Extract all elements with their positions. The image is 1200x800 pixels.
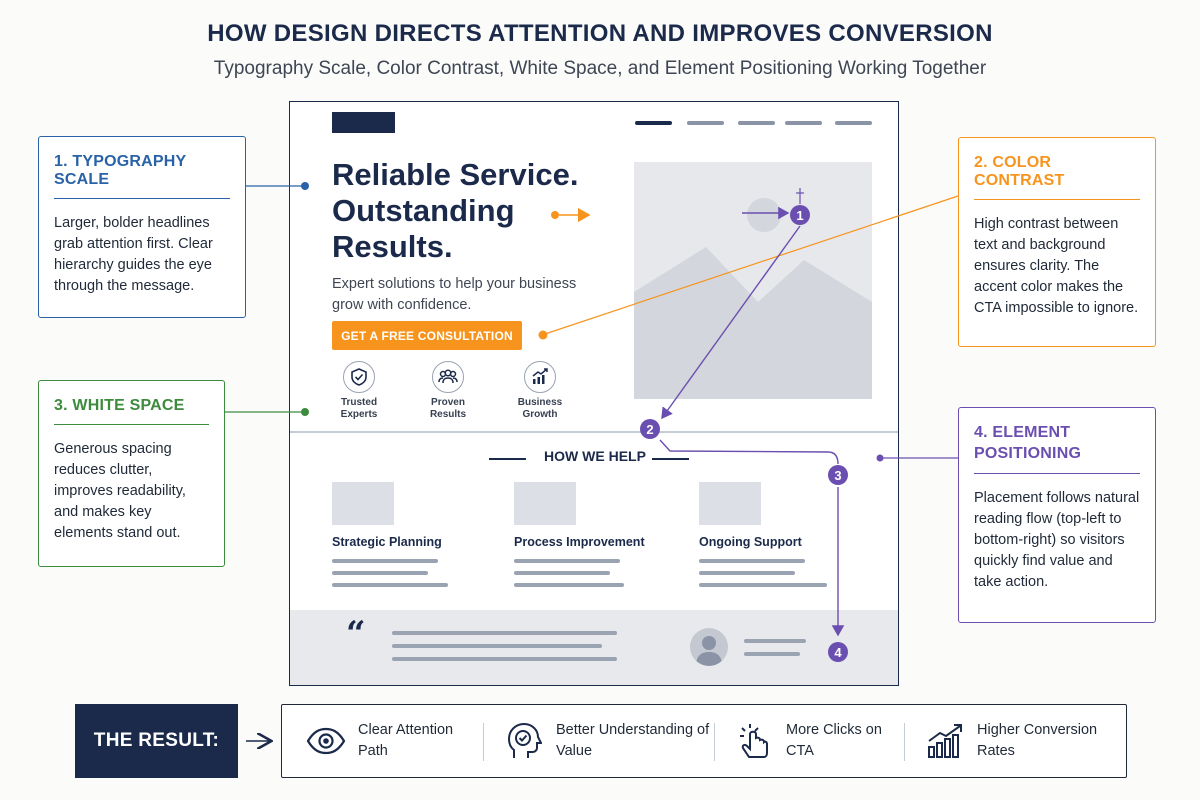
result-separator bbox=[714, 723, 715, 761]
badge-label: Trusted Experts bbox=[340, 397, 378, 420]
testimonial-section bbox=[290, 610, 898, 685]
text-line bbox=[332, 583, 448, 587]
callout-element-positioning: 4. ELEMENT POSITIONING Placement follows… bbox=[958, 407, 1156, 623]
result-item-text: More Clicks on CTA bbox=[786, 722, 882, 759]
text-line bbox=[392, 644, 602, 648]
head-check-icon bbox=[504, 721, 544, 761]
section-title: HOW WE HELP bbox=[544, 448, 646, 464]
text-line bbox=[392, 657, 617, 661]
hero-subheadline: Expert solutions to help your business g… bbox=[332, 276, 577, 313]
cta-button[interactable]: GET A FREE CONSULTATION bbox=[332, 321, 522, 350]
result-item-clicks: More Clicks on CTA bbox=[734, 705, 904, 777]
nav-item bbox=[835, 121, 872, 125]
badge-label: Proven Results bbox=[429, 397, 467, 420]
callout-color-contrast: 2. COLOR CONTRAST High contrast between … bbox=[958, 137, 1156, 347]
nav-item bbox=[738, 121, 775, 125]
result-item-text: Higher Conversion Rates bbox=[977, 722, 1098, 759]
text-line bbox=[744, 639, 806, 643]
section-title-rule bbox=[489, 458, 526, 460]
nav-item-active bbox=[635, 121, 672, 125]
result-list: Clear Attention Path Better Understandin… bbox=[281, 704, 1127, 778]
result-item-text: Better Understanding of Value bbox=[556, 722, 710, 759]
text-line bbox=[392, 631, 617, 635]
quote-mark: “ bbox=[346, 614, 366, 654]
text-line bbox=[699, 559, 805, 563]
people-icon bbox=[432, 361, 464, 393]
eye-icon bbox=[306, 721, 346, 761]
section-divider bbox=[290, 431, 898, 433]
bar-growth-icon bbox=[925, 721, 965, 761]
growth-chart-icon bbox=[524, 361, 556, 393]
result-separator bbox=[483, 723, 484, 761]
service-image-placeholder bbox=[514, 482, 576, 525]
shield-check-icon bbox=[343, 361, 375, 393]
callout-positioning-body: Placement follows natural reading flow (… bbox=[974, 490, 1140, 590]
callout-contrast-body: High contrast between text and backgroun… bbox=[974, 216, 1139, 316]
text-line bbox=[699, 583, 827, 587]
callout-contrast-title: 2. COLOR CONTRAST bbox=[974, 154, 1140, 200]
service-image-placeholder bbox=[332, 482, 394, 525]
badge-business-growth: Business Growth bbox=[505, 361, 575, 421]
nav-item bbox=[785, 121, 822, 125]
page-title: HOW DESIGN DIRECTS ATTENTION AND IMPROVE… bbox=[207, 20, 993, 47]
callout-typography-body: Larger, bolder headlines grab attention … bbox=[54, 215, 213, 294]
text-line bbox=[744, 652, 800, 656]
callout-white-space: 3. WHITE SPACE Generous spacing reduces … bbox=[38, 380, 225, 567]
page-subtitle: Typography Scale, Color Contrast, White … bbox=[213, 58, 987, 79]
website-mockup: Reliable Service. Outstanding Results. E… bbox=[289, 101, 899, 686]
callout-typography: 1. TYPOGRAPHY SCALE Larger, bolder headl… bbox=[38, 136, 246, 318]
result-separator bbox=[904, 723, 905, 761]
result-item-understanding: Better Understanding of Value bbox=[504, 705, 714, 777]
hero-image-placeholder bbox=[634, 162, 872, 399]
text-line bbox=[332, 571, 428, 575]
text-line bbox=[332, 559, 438, 563]
nav-item bbox=[687, 121, 724, 125]
text-line bbox=[514, 583, 624, 587]
badge-label: Business Growth bbox=[517, 397, 563, 420]
callout-positioning-title: 4. ELEMENT POSITIONING bbox=[974, 422, 1140, 474]
click-icon bbox=[734, 721, 774, 761]
hero-headline: Reliable Service. Outstanding Results. bbox=[332, 157, 579, 264]
text-line bbox=[514, 571, 610, 575]
badge-trusted-experts: Trusted Experts bbox=[324, 361, 394, 421]
callout-whitespace-title: 3. WHITE SPACE bbox=[54, 397, 209, 425]
service-title: Process Improvement bbox=[514, 535, 645, 549]
logo-placeholder bbox=[332, 112, 395, 133]
service-title: Ongoing Support bbox=[699, 535, 802, 549]
badge-proven-results: Proven Results bbox=[413, 361, 483, 421]
text-line bbox=[514, 559, 620, 563]
result-item-text: Clear Attention Path bbox=[358, 722, 454, 759]
callout-whitespace-body: Generous spacing reduces clutter, improv… bbox=[54, 441, 186, 541]
section-title-rule bbox=[652, 458, 689, 460]
callout-typography-title: 1. TYPOGRAPHY SCALE bbox=[54, 153, 230, 199]
service-title: Strategic Planning bbox=[332, 535, 442, 549]
result-item-attention: Clear Attention Path bbox=[306, 705, 486, 777]
avatar bbox=[690, 628, 728, 666]
text-line bbox=[699, 571, 795, 575]
result-label: THE RESULT: bbox=[75, 704, 238, 778]
service-image-placeholder bbox=[699, 482, 761, 525]
result-item-conversion: Higher Conversion Rates bbox=[925, 705, 1115, 777]
